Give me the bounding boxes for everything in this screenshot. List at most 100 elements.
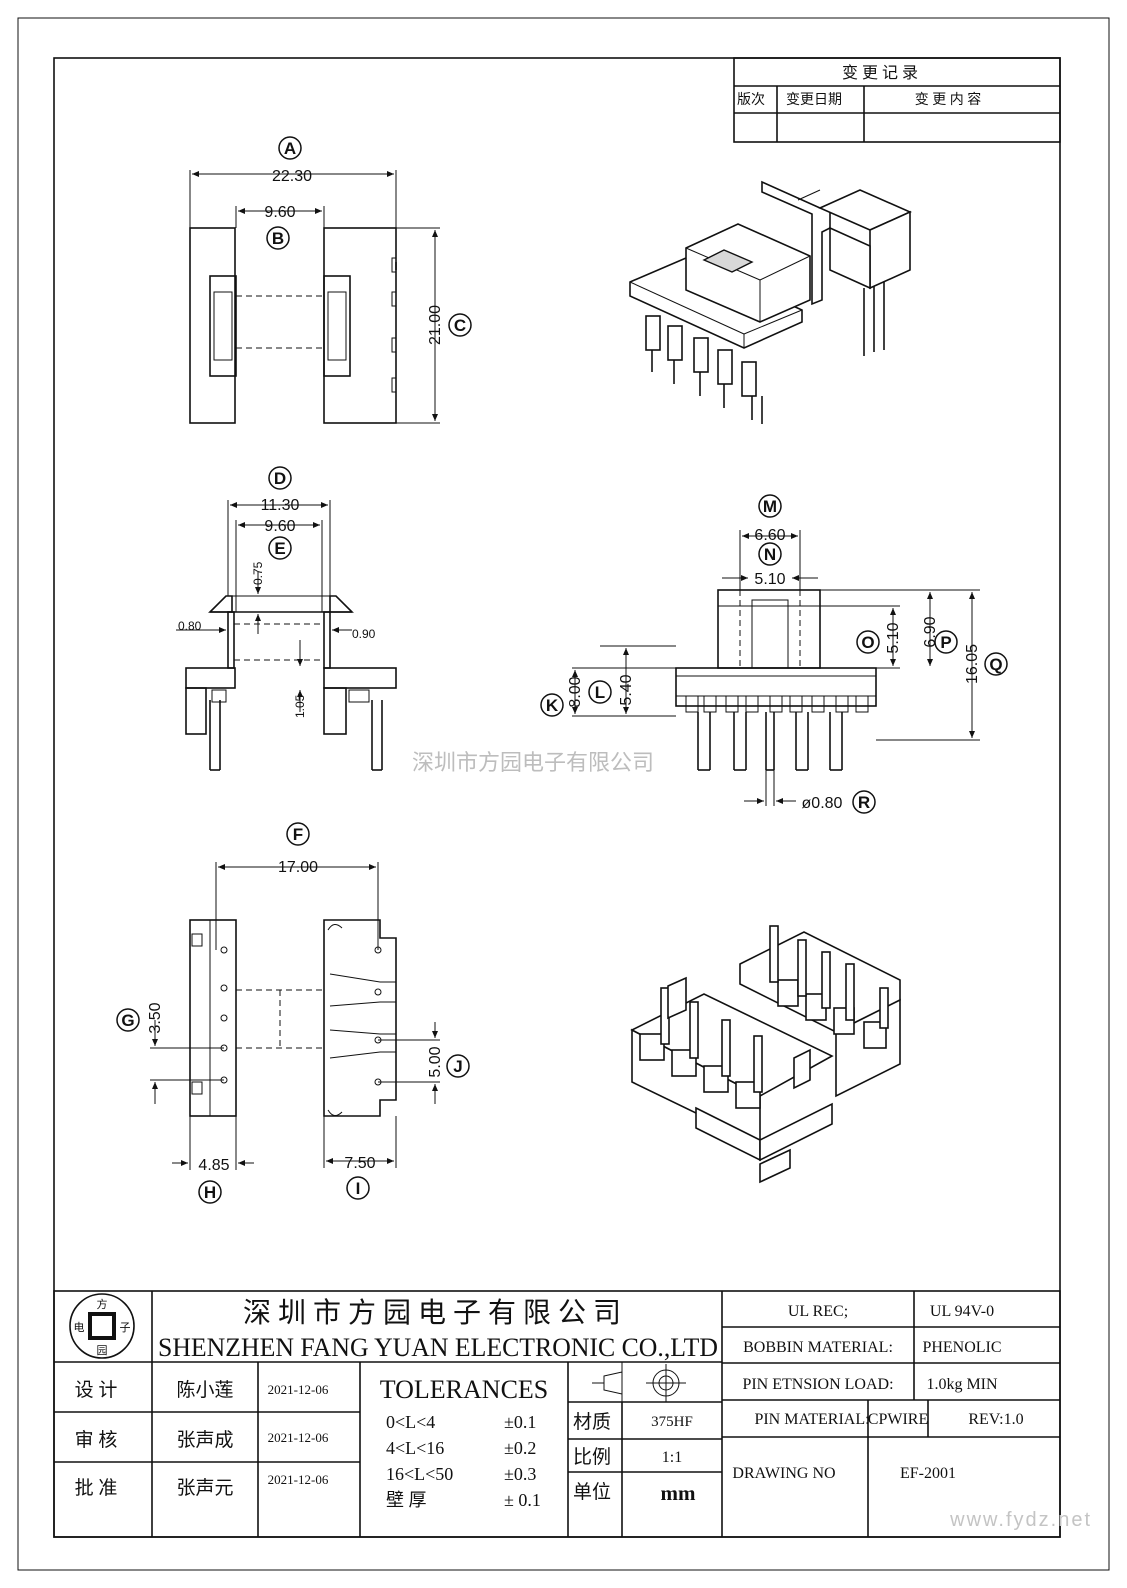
dim-o-bubble <box>856 630 880 654</box>
dim-e-bubble <box>268 536 292 560</box>
dim-o-letter: O <box>861 633 874 652</box>
dim-m-value: 6.60 <box>754 527 785 544</box>
check-date: 2021-12-06 <box>268 1430 329 1445</box>
change-record-table: 变 更 记 录 版次 变更日期 变 更 内 容 <box>733 57 1061 143</box>
dim-i: I 7.50 <box>344 1155 376 1200</box>
pin-material-label: PIN MATERIAL: <box>754 1411 869 1428</box>
tolerance-value: ±0.2 <box>504 1438 536 1458</box>
dim-g: G 3.50 <box>116 1002 164 1034</box>
approve-date: 2021-12-06 <box>268 1472 329 1487</box>
dim-r-letter: R <box>858 793 870 812</box>
dim-d-value: 11.30 <box>261 497 300 514</box>
dim-g-value: 3.50 <box>147 1002 164 1033</box>
dim-g-letter: G <box>121 1011 134 1030</box>
projection-symbol-icon <box>592 1371 623 1395</box>
dim-c-letter: C <box>454 316 466 335</box>
material-label: 材质 <box>573 1411 611 1433</box>
isometric-view-top <box>629 180 912 424</box>
svg-text:园: 园 <box>97 1344 108 1357</box>
dim-n-value: 5.10 <box>754 571 785 588</box>
title-block: 方 电 子 园 深 圳 市 方 园 电 子 有 限 公 司 SHENZHEN F… <box>53 1290 1061 1538</box>
dim-d: D 11.30 <box>261 466 300 514</box>
drawing-no-value: EF-2001 <box>900 1465 956 1482</box>
tolerance-value: ±0.3 <box>504 1464 536 1484</box>
dim-n-bubble <box>758 542 782 566</box>
dim-i-value: 7.50 <box>344 1155 375 1172</box>
dim-0-80: 0.80 <box>178 619 202 633</box>
dim-i-bubble <box>346 1176 370 1200</box>
dim-k-value: 8.00 <box>567 676 584 707</box>
tolerance-table: 0<L<4±0.14<L<16±0.216<L<50±0.3壁 厚± 0.1 <box>386 1412 541 1510</box>
design-label: 设 计 <box>75 1379 118 1401</box>
company-name-en: SHENZHEN FANG YUAN ELECTRONIC CO.,LTD <box>158 1333 718 1362</box>
dim-r: Rø0.80 <box>802 790 876 814</box>
bobbin-material-value: PHENOLIC <box>922 1339 1001 1356</box>
dim-p-bubble <box>934 630 958 654</box>
front-view <box>176 500 397 771</box>
dim-b: B9.60 <box>264 204 296 250</box>
dim-0-75: 0.75 <box>251 561 265 585</box>
dim-k-bubble <box>540 693 564 717</box>
dim-n-letter: N <box>764 545 776 564</box>
dim-d-letter: D <box>274 469 286 488</box>
dim-m-letter: M <box>763 497 777 516</box>
dim-r-bubble <box>852 790 876 814</box>
dim-h-letter: H <box>204 1183 216 1202</box>
dim-c: C 21.00 <box>427 305 472 345</box>
dim-h-bubble <box>198 1180 222 1204</box>
designer-name: 陈小莲 <box>176 1379 233 1401</box>
outer-border <box>17 17 1110 1571</box>
watermark: 深圳市方园电子有限公司 <box>412 750 654 775</box>
revision: REV:1.0 <box>968 1411 1023 1428</box>
side-view <box>572 530 980 806</box>
svg-text:子: 子 <box>120 1321 131 1334</box>
ul-rec-label: UL REC; <box>788 1303 848 1320</box>
top-view <box>189 170 440 424</box>
dim-a-bubble <box>278 136 302 160</box>
dim-q-bubble <box>984 652 1008 676</box>
col-version: 版次 <box>737 92 765 108</box>
pin-load-label: PIN ETNSION LOAD: <box>742 1376 893 1393</box>
dim-o: O 5.10 <box>856 622 902 654</box>
pin-material-value: CPWIRE <box>868 1411 928 1428</box>
footer-url: www.fydz.net <box>949 1509 1092 1531</box>
dim-j-bubble <box>446 1054 470 1078</box>
dim-f-letter: F <box>293 825 303 844</box>
dim-c-value: 21.00 <box>427 305 444 345</box>
company-logo: 方 电 子 园 <box>69 1293 135 1359</box>
drawing-no-label: DRAWING NO <box>732 1465 835 1482</box>
ul-rec-value: UL 94V-0 <box>930 1303 994 1320</box>
dim-o-value: 5.10 <box>885 622 902 653</box>
isometric-view-bottom <box>630 925 901 1184</box>
approve-label: 批 准 <box>75 1477 118 1499</box>
dim-f-bubble <box>286 822 310 846</box>
bottom-view <box>150 862 440 1170</box>
dim-q: Q16.05 <box>964 644 1008 684</box>
dim-a: A22.30 <box>272 136 312 185</box>
dim-d-bubble <box>268 466 292 490</box>
dim-a-value: 22.30 <box>272 168 312 185</box>
dim-q-letter: Q <box>989 655 1002 674</box>
tolerance-range: 16<L<50 <box>386 1464 453 1484</box>
tolerance-value: ± 0.1 <box>504 1490 541 1510</box>
scale-value: 1:1 <box>662 1449 682 1466</box>
svg-text:方: 方 <box>97 1297 108 1311</box>
dim-b-value: 9.60 <box>264 204 295 221</box>
svg-text:电: 电 <box>74 1321 85 1334</box>
dim-p-letter: P <box>940 633 951 652</box>
dim-m-bubble <box>758 494 782 518</box>
dim-g-bubble <box>116 1008 140 1032</box>
dim-h: H4.85 <box>198 1157 230 1204</box>
dim-i-letter: I <box>356 1179 361 1198</box>
design-date: 2021-12-06 <box>268 1382 329 1397</box>
checker-name: 张声成 <box>176 1429 233 1451</box>
company-name-cn: 深 圳 市 方 园 电 子 有 限 公 司 <box>243 1297 621 1329</box>
dim-f: F17.00 <box>278 822 318 876</box>
dim-n: N 5.10 <box>754 542 786 588</box>
dim-j-value: 5.00 <box>427 1046 444 1077</box>
dim-m: M 6.60 <box>754 494 786 544</box>
dim-b-bubble <box>266 226 290 250</box>
approver-name: 张声元 <box>176 1477 233 1499</box>
